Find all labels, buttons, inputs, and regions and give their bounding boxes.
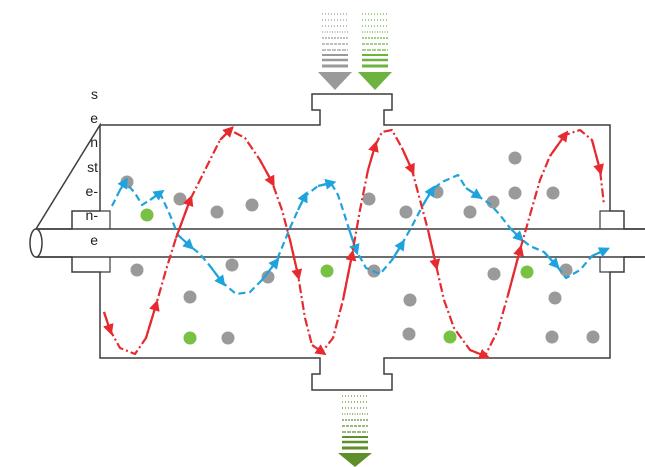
red-flow-arrows: [102, 126, 604, 360]
text-fragment: s: [91, 86, 98, 102]
inlet-gray-arrow-icon: [318, 13, 352, 90]
vessel-outline: [34, 93, 645, 391]
text-fragment: st: [87, 159, 98, 175]
green-particles: [140, 208, 534, 345]
text-fragment: e: [90, 110, 98, 126]
rotor-shaft: [29, 228, 645, 258]
gray-particles: [120, 151, 600, 345]
blue-flow-arrows: [117, 177, 610, 287]
text-fragment: e: [90, 232, 98, 248]
red-flow-path: [102, 128, 606, 358]
text-fragment: e-: [85, 183, 98, 199]
outlet-arrow-icon: [338, 395, 372, 467]
inlet-green-arrow-icon: [358, 13, 392, 90]
seal-outline: [100, 210, 610, 273]
text-fragment: n: [90, 134, 98, 150]
